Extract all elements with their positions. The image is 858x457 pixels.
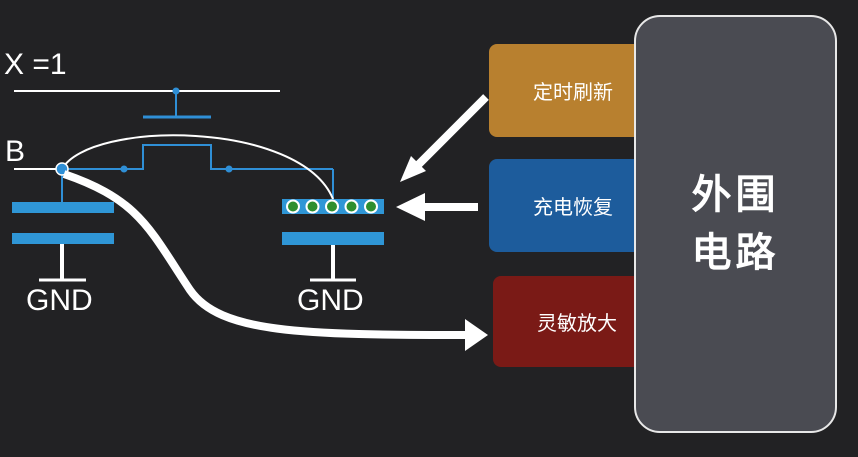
- left-capacitor-bottom-plate: [12, 233, 114, 244]
- recharge-box: 充电恢复: [489, 159, 659, 252]
- bit-line-label: B: [5, 135, 26, 168]
- word-line-label: X =1: [4, 48, 67, 81]
- sense-arrow-head: [465, 319, 488, 351]
- gnd-label-right: GND: [297, 284, 364, 317]
- transistor-channel: [62, 144, 333, 170]
- peripheral-line-1: 外围: [691, 172, 780, 218]
- amplify-box: 灵敏放大: [493, 276, 659, 367]
- charge-dot: [325, 199, 339, 214]
- peripheral-circuit-label: 外围 电路: [692, 166, 780, 282]
- connection-arc: [61, 134, 334, 200]
- charge-dot: [305, 199, 320, 214]
- peripheral-line-2: 电路: [691, 230, 780, 276]
- gnd-label-left: GND: [26, 284, 93, 317]
- recharge-arrow-head: [396, 193, 425, 221]
- sense-arrow-path: [62, 170, 471, 339]
- refresh-box: 定时刷新: [489, 44, 659, 137]
- charge-dot: [286, 199, 300, 214]
- charge-dot: [364, 199, 378, 214]
- charge-dot: [344, 199, 359, 214]
- charge-dots: [286, 199, 378, 214]
- peripheral-circuit-box: 外围 电路: [634, 15, 837, 433]
- channel-node-right: [225, 165, 233, 173]
- refresh-box-label: 定时刷新: [533, 80, 613, 104]
- refresh-arrow-shaft: [415, 94, 489, 168]
- left-capacitor-top-plate: [12, 202, 114, 213]
- recharge-box-label: 充电恢复: [533, 195, 613, 219]
- amplify-box-label: 灵敏放大: [537, 311, 617, 335]
- refresh-arrow-head: [400, 156, 426, 182]
- storage-capacitor-bottom-plate: [282, 232, 384, 245]
- channel-node-left: [120, 165, 128, 173]
